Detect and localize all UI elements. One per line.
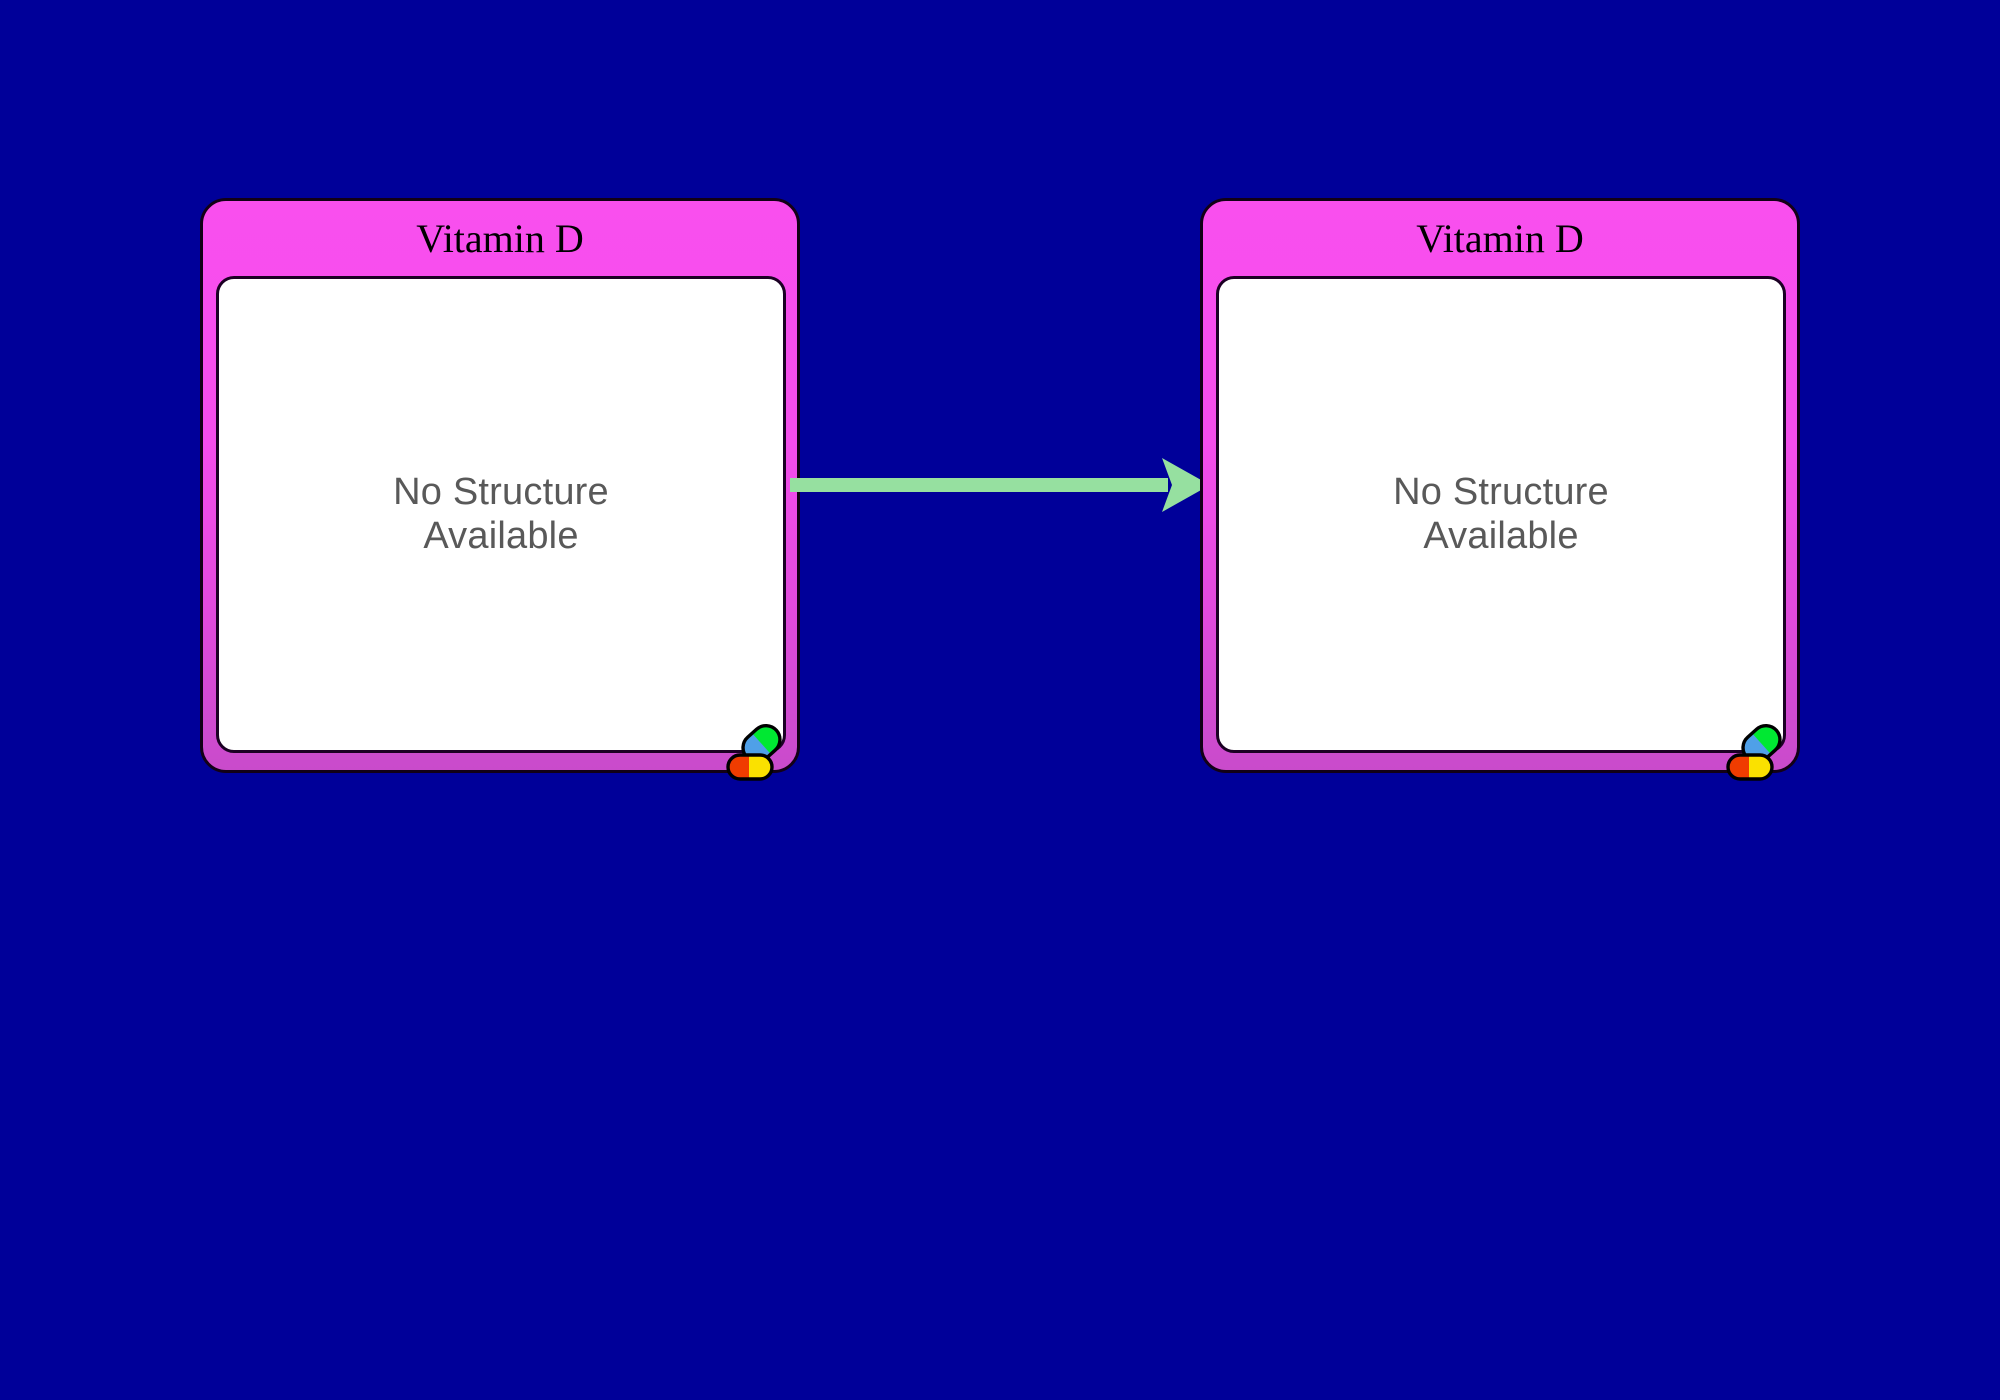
node-structure-panel-left[interactable]: No Structure Available [216, 276, 786, 753]
placeholder-line-1: No Structure [1393, 470, 1609, 513]
pill-icon [1726, 719, 1786, 781]
placeholder-line-2: Available [1423, 515, 1579, 558]
placeholder-line-2: Available [423, 515, 579, 558]
node-structure-panel-right[interactable]: No Structure Available [1216, 276, 1786, 753]
placeholder-line-1: No Structure [393, 470, 609, 513]
pill-icon [726, 719, 786, 781]
compound-node-left[interactable]: Vitamin D No Structure Available [200, 198, 800, 781]
edge-arrow-left-to-right[interactable] [790, 440, 1210, 530]
compound-node-right[interactable]: Vitamin D No Structure Available [1200, 198, 1800, 781]
no-structure-placeholder-right: No Structure Available [1219, 470, 1783, 560]
no-structure-placeholder-left: No Structure Available [219, 470, 783, 560]
